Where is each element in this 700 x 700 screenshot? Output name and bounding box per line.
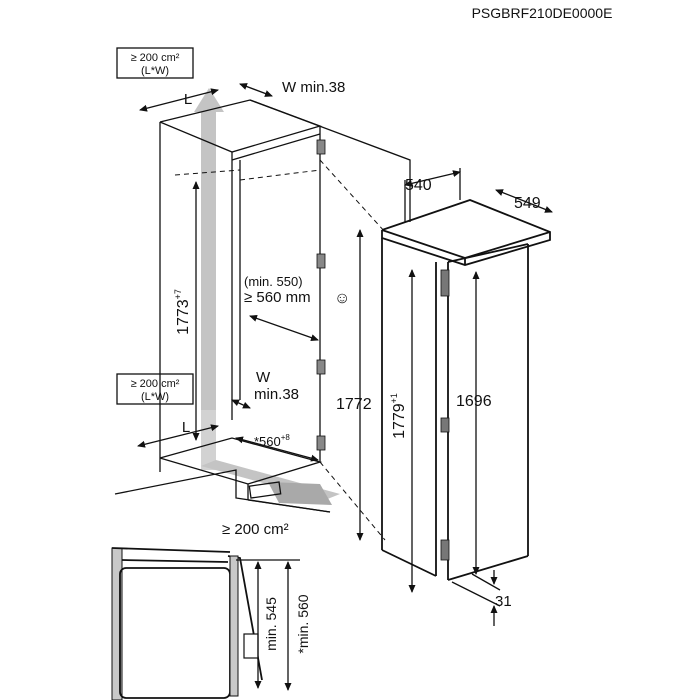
label-bottom-L: L xyxy=(182,419,190,436)
vent-top-area: ≥ 200 cm² xyxy=(131,52,180,64)
svg-text:1773+7: 1773+7 xyxy=(173,289,192,335)
hinges xyxy=(316,139,326,451)
dim-bottom-depth xyxy=(235,436,319,462)
label-appliance-depth: 549 xyxy=(514,195,541,212)
label-detail-560: *min. 560 xyxy=(295,594,311,653)
niche-back-edge xyxy=(249,99,411,222)
label-appliance-height: 1779+1 xyxy=(389,393,408,439)
label-top-L: L xyxy=(184,91,192,108)
vent-bottom-formula: (L*W) xyxy=(141,391,169,403)
model-code: PSGBRF210DE0000E xyxy=(472,5,613,21)
vent-label-bottom: ≥ 200 cm² (L*W) xyxy=(116,373,194,405)
appliance-height-tol: +1 xyxy=(389,393,399,403)
appliance-outline xyxy=(381,199,551,607)
label-front-height: 1772 xyxy=(336,396,372,413)
label-detail-545: min. 545 xyxy=(263,597,279,651)
detail-appliance-body xyxy=(119,567,231,699)
svg-text:1779+1: 1779+1 xyxy=(389,393,408,439)
door-detail xyxy=(111,547,300,700)
label-door-height: 1696 xyxy=(456,393,492,410)
smiley-icon: ☺ xyxy=(334,290,350,307)
appliance-height-value: 1779 xyxy=(391,403,408,439)
label-depth-min550: (min. 550) xyxy=(244,274,303,289)
plinth-vent-grille xyxy=(248,481,282,499)
airflow-up-arrow xyxy=(194,88,224,410)
label-bottom-W: W xyxy=(256,369,271,386)
dim-appliance-depth xyxy=(495,189,553,213)
detail-handle xyxy=(243,633,259,659)
dim-top-L xyxy=(139,88,219,112)
label-bottom-W-min: min.38 xyxy=(254,386,299,403)
label-gap: 31 xyxy=(495,593,512,610)
niche-outline xyxy=(114,99,411,541)
detail-545-value: min. 545 xyxy=(263,597,279,651)
detail-560-value: *min. 560 xyxy=(295,594,311,653)
label-depth-min560: ≥ 560 mm xyxy=(244,289,311,306)
label-appliance-width: 540 xyxy=(405,177,432,194)
vent-top-formula: (L*W) xyxy=(141,65,169,77)
dim-bottom-W xyxy=(231,399,251,409)
label-niche-height: 1773+7 xyxy=(173,289,192,335)
dim-appliance-width xyxy=(404,170,461,187)
airflow-plinth-vent xyxy=(268,482,332,505)
label-top-W: W min.38 xyxy=(282,79,345,96)
detail-door xyxy=(229,555,239,697)
niche-dimensions xyxy=(137,83,364,541)
bottom-depth-tol: +8 xyxy=(281,433,291,442)
vent-bottom-area: ≥ 200 cm² xyxy=(131,378,180,390)
vent-label-top: ≥ 200 cm² (L*W) xyxy=(116,47,194,79)
label-bottom-depth: *560+8 xyxy=(254,433,290,449)
bottom-depth-value: *560 xyxy=(254,434,281,449)
label-plinth-vent: ≥ 200 cm² xyxy=(222,521,289,538)
dim-top-W xyxy=(239,83,273,97)
appliance-dimensions xyxy=(404,168,553,626)
niche-height-value: 1773 xyxy=(175,299,192,335)
dim-niche-depth xyxy=(249,315,319,341)
dim-bottom-L xyxy=(137,424,219,448)
niche-height-tol: +7 xyxy=(173,289,183,299)
niche-bottom-slab xyxy=(159,437,323,485)
